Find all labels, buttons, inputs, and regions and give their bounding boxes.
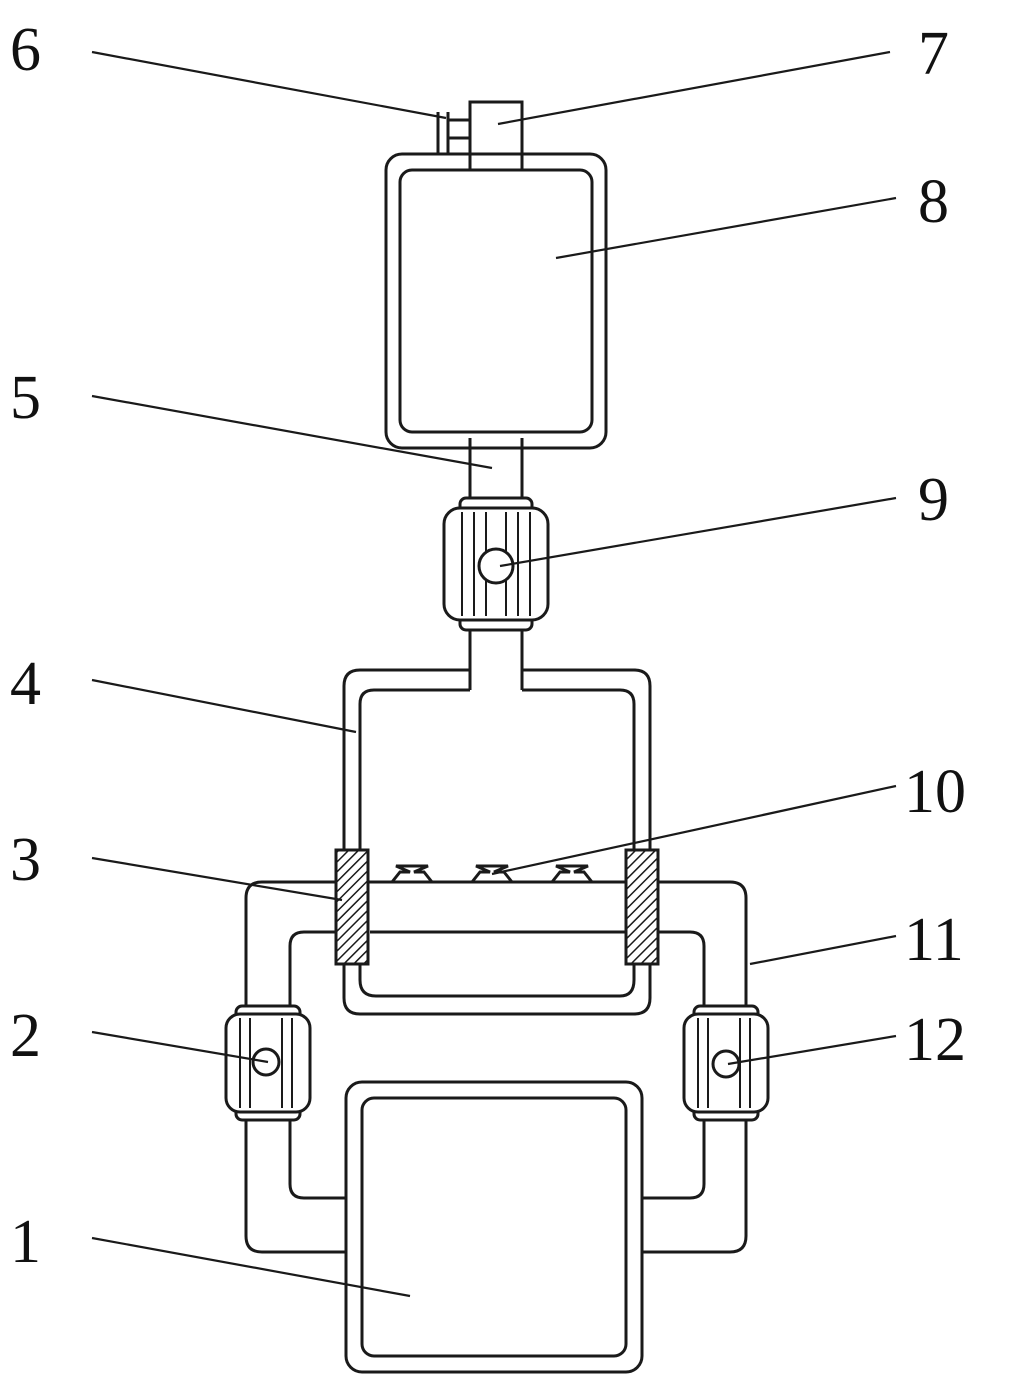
valve-12 bbox=[682, 1004, 770, 1122]
label-12: 12 bbox=[904, 1006, 966, 1074]
leader-lines bbox=[91, 50, 897, 1298]
label-10: 10 bbox=[904, 758, 966, 826]
label-1: 1 bbox=[10, 1208, 41, 1276]
label-3: 3 bbox=[10, 826, 41, 894]
label-8: 8 bbox=[918, 168, 949, 236]
label-9: 9 bbox=[918, 466, 949, 534]
small-valve bbox=[436, 112, 470, 154]
top-pipe bbox=[468, 100, 524, 172]
label-4: 4 bbox=[10, 650, 41, 718]
label-6: 6 bbox=[10, 16, 41, 84]
valve-2 bbox=[224, 1004, 312, 1122]
valve-9 bbox=[442, 496, 550, 632]
right-seal bbox=[624, 848, 660, 966]
left-seal bbox=[334, 848, 370, 966]
label-11: 11 bbox=[904, 906, 964, 974]
label-5: 5 bbox=[10, 364, 41, 432]
label-7: 7 bbox=[918, 20, 949, 88]
label-2: 2 bbox=[10, 1002, 41, 1070]
middle-tank bbox=[342, 668, 652, 1016]
top-tank bbox=[384, 152, 608, 450]
bottom-tank bbox=[344, 1080, 644, 1374]
filter-plate bbox=[368, 864, 626, 884]
cross-pipe bbox=[370, 880, 626, 934]
